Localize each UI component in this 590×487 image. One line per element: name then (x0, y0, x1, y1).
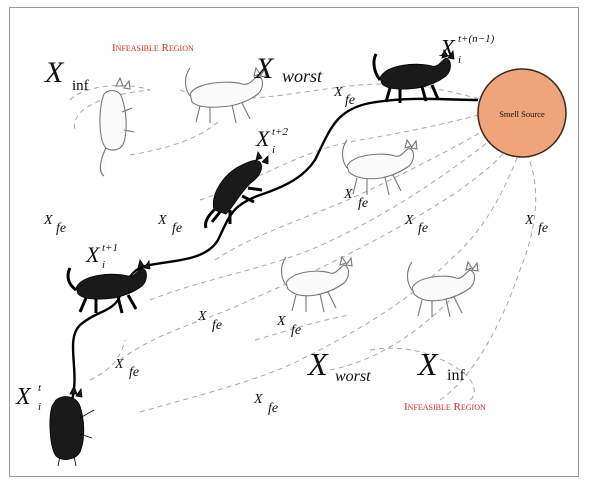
svg-text:X: X (333, 85, 343, 100)
label-x-inf-top: X inf (44, 56, 89, 94)
svg-text:X: X (85, 242, 101, 267)
svg-text:X: X (343, 187, 353, 202)
label-x-fe-left-2: X fe (157, 213, 182, 236)
cat-dark-tn (372, 49, 455, 103)
svg-text:X: X (416, 346, 439, 382)
svg-text:X: X (524, 213, 534, 228)
svg-text:fe: fe (129, 365, 139, 380)
svg-text:X: X (404, 213, 414, 228)
svg-text:fe: fe (418, 221, 428, 236)
svg-text:X: X (157, 213, 167, 228)
svg-text:i: i (458, 54, 461, 66)
svg-text:t: t (38, 382, 42, 394)
label-x-i-t: X t i (15, 382, 42, 413)
cat-ghost-upright (99, 76, 135, 177)
svg-text:t+1: t+1 (102, 242, 118, 254)
label-x-i-tn: X t+(n−1) i (439, 33, 495, 66)
cat-ghost-walking-4 (406, 260, 479, 318)
svg-text:inf: inf (72, 78, 89, 94)
cat-ghost-walking-1 (184, 66, 267, 124)
svg-text:X: X (43, 213, 53, 228)
label-x-fe-right: X fe (524, 213, 548, 236)
svg-text:i: i (102, 259, 105, 271)
svg-text:X: X (44, 56, 65, 89)
svg-text:X: X (197, 309, 207, 324)
label-x-fe-lower-left: X fe (114, 357, 139, 380)
dashed-trajectories (69, 83, 537, 413)
label-x-fe-bottom: X fe (253, 392, 278, 416)
svg-text:t+2: t+2 (272, 126, 288, 138)
label-x-worst-top: X worst (254, 52, 323, 86)
svg-text:X: X (255, 126, 271, 151)
diagram-frame (9, 7, 579, 477)
svg-text:fe: fe (172, 221, 182, 236)
label-x-i-t2: X t+2 i (255, 126, 288, 156)
label-x-fe-lower-center: X fe (197, 309, 222, 333)
svg-text:fe: fe (538, 221, 548, 236)
label-x-worst-bottom: X worst (306, 346, 371, 385)
svg-text:X: X (114, 357, 124, 372)
svg-text:worst: worst (335, 368, 371, 385)
smell-source: Smell Source (477, 68, 567, 158)
cat-dark-t1 (66, 259, 151, 314)
label-x-fe-mid-right: X fe (404, 213, 428, 236)
cat-ghost-walking-3 (280, 255, 353, 313)
smell-source-label: Smell Source (499, 109, 545, 119)
svg-text:fe: fe (291, 323, 301, 338)
svg-text:X: X (254, 52, 275, 85)
label-x-i-t1: X t+1 i (85, 242, 118, 271)
label-x-fe-left: X fe (43, 213, 66, 236)
cat-dark-start (49, 385, 95, 467)
smell-source-circle (477, 68, 567, 158)
svg-text:X: X (306, 346, 329, 382)
label-x-inf-bottom: X inf (416, 346, 465, 384)
infeasible-region-label-top: Infeasible Region (112, 42, 194, 54)
svg-text:inf: inf (447, 367, 465, 384)
svg-text:fe: fe (345, 93, 355, 108)
svg-text:X: X (15, 384, 32, 410)
label-x-fe-near-source: X fe (333, 85, 355, 108)
svg-text:fe: fe (212, 318, 222, 333)
label-x-fe-center: X fe (343, 187, 368, 211)
cat-ghost-walking-2 (341, 138, 418, 196)
svg-text:X: X (253, 392, 263, 407)
svg-text:fe: fe (358, 196, 368, 211)
svg-text:X: X (439, 36, 456, 62)
svg-text:worst: worst (282, 66, 323, 86)
infeasible-region-label-bottom: Infeasible Region (404, 401, 486, 413)
svg-text:i: i (38, 401, 41, 413)
svg-text:fe: fe (56, 221, 66, 236)
best-path (70, 97, 479, 401)
svg-text:fe: fe (268, 401, 278, 416)
svg-text:t+(n−1): t+(n−1) (458, 33, 495, 45)
label-x-fe-lower-center-2: X fe (276, 314, 301, 338)
svg-text:i: i (272, 144, 275, 156)
svg-text:X: X (276, 314, 286, 329)
cat-dark-t2 (204, 151, 269, 229)
